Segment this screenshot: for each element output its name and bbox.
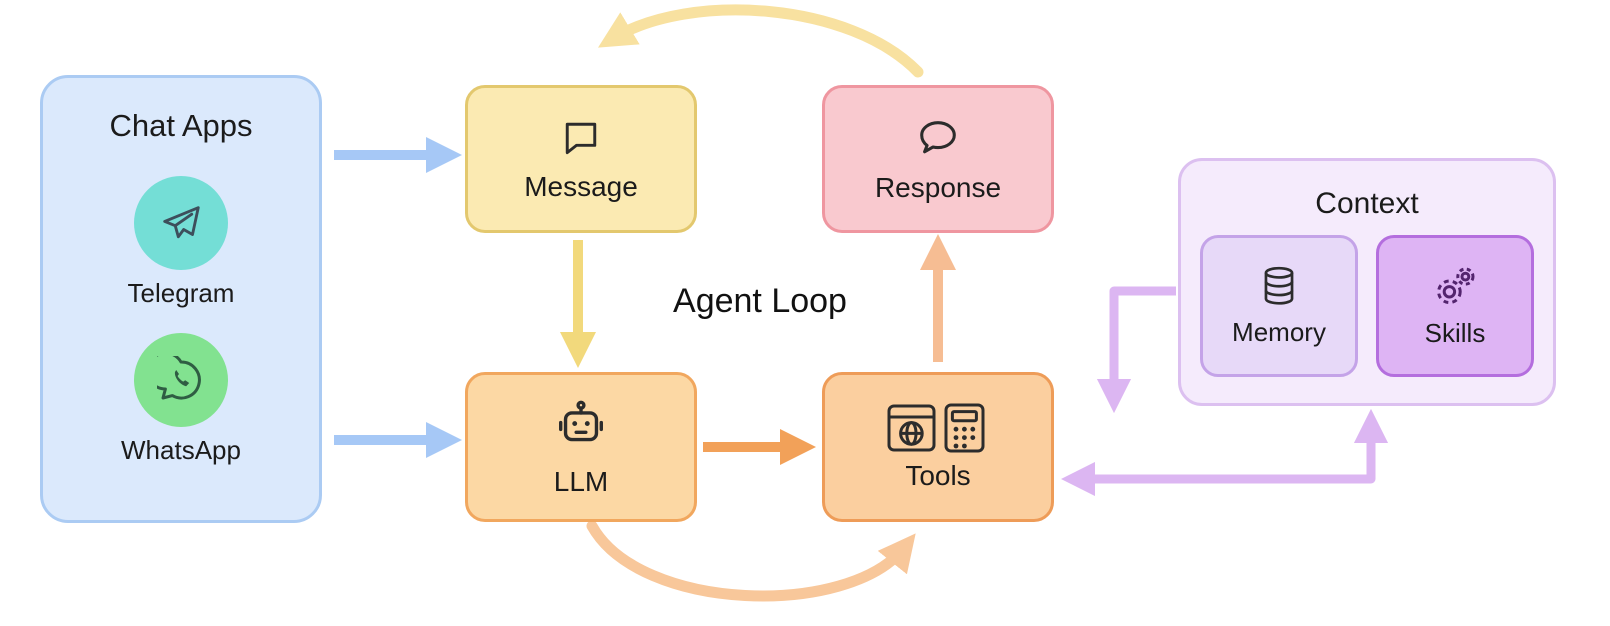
database-icon (1256, 264, 1302, 315)
gears-icon (1431, 263, 1479, 316)
response-label: Response (874, 171, 1002, 203)
telegram-label: Telegram (127, 278, 235, 308)
chat-app-telegram: Telegram (127, 176, 235, 309)
tools-label: Tools (905, 460, 971, 491)
skills-node: Skills (1376, 235, 1534, 377)
context-row: Memory Skills (1200, 235, 1534, 377)
context-title: Context (1315, 187, 1419, 220)
llm-node: LLM (465, 372, 697, 522)
arrow-tools-context-bidirectional (1060, 408, 1389, 497)
tools-node: Tools (822, 372, 1054, 522)
arrow-response-to-message-curve (597, 4, 924, 78)
response-node: Response (822, 85, 1054, 233)
memory-label: Memory (1232, 317, 1326, 347)
speech-bubble-square-icon (559, 116, 603, 165)
memory-node: Memory (1200, 235, 1358, 377)
telegram-icon (134, 176, 228, 270)
message-label: Message (524, 170, 638, 202)
browser-and-calculator-icon (886, 402, 990, 454)
llm-label: LLM (553, 465, 609, 497)
arrow-context-to-tools (1096, 286, 1176, 414)
chat-app-whatsapp: WhatsApp (121, 333, 241, 466)
whatsapp-label: WhatsApp (121, 435, 241, 465)
agent-loop-title: Agent Loop (673, 282, 847, 320)
arrow-llm-to-tools-curve (586, 520, 916, 602)
chat-apps-title: Chat Apps (109, 108, 253, 143)
context-panel: Context Memory (1178, 158, 1556, 406)
message-node: Message (465, 85, 697, 233)
whatsapp-icon (133, 333, 228, 427)
robot-icon (552, 397, 610, 460)
chat-apps-panel: Chat Apps Telegram WhatsApp (40, 75, 322, 523)
skills-label: Skills (1424, 318, 1486, 348)
speech-bubble-round-icon (915, 115, 961, 166)
